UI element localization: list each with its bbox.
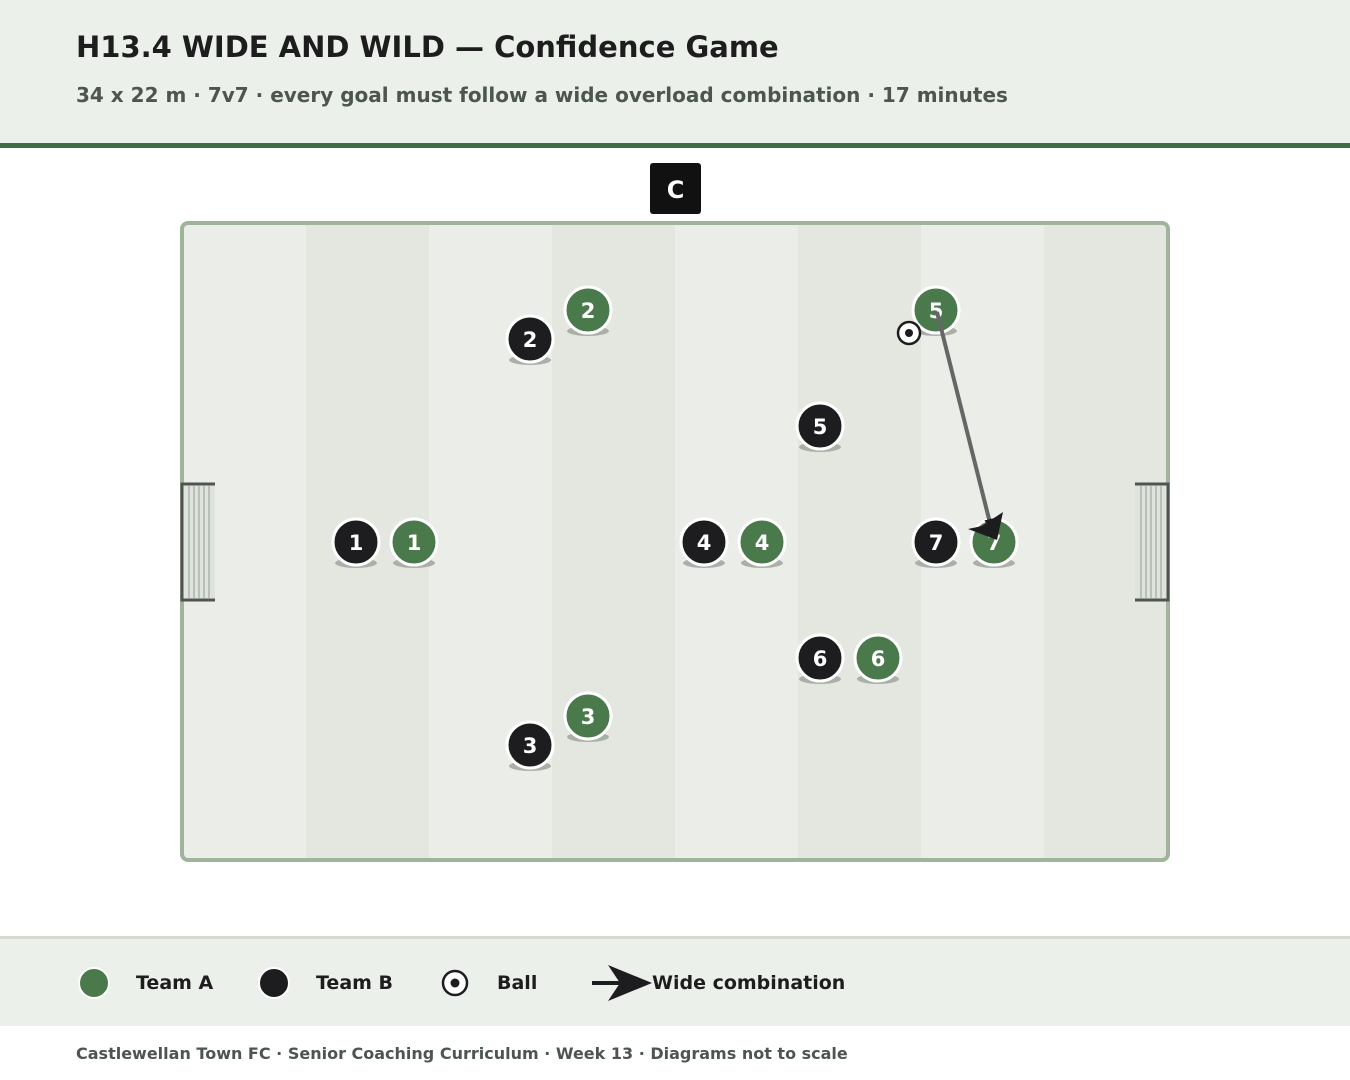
legend: Team A Team B Ball Wide combination <box>0 936 1350 1026</box>
legend-wide-combination-label: Wide combination <box>652 972 846 994</box>
arrow-legend-icon <box>592 965 652 1001</box>
legend-ball: Ball <box>440 939 560 1026</box>
team-a-player-2: 2 <box>563 285 613 336</box>
header: H13.4 WIDE AND WILD — Confidence Game 34… <box>0 0 1350 148</box>
pitch-stripe <box>798 225 921 858</box>
left-goal <box>180 482 215 602</box>
team-a-player-4: 4 <box>737 517 787 568</box>
wide-combination-arrowhead <box>968 512 1003 540</box>
team-b-player-2: 2 <box>505 314 555 365</box>
player-number: 1 <box>407 531 422 555</box>
wide-combination-arrow <box>935 311 994 529</box>
team-b-swatch-icon <box>258 967 290 999</box>
footer-note: Castlewellan Town FC · Senior Coaching C… <box>76 1044 848 1063</box>
team-a-player-3: 3 <box>563 691 613 742</box>
page-subtitle: 34 x 22 m · 7v7 · every goal must follow… <box>76 83 1008 107</box>
legend-ball-label: Ball <box>497 972 538 994</box>
pitch <box>180 221 1170 862</box>
player-number: 2 <box>523 328 538 352</box>
team-a-player-6: 6 <box>853 633 903 684</box>
player-number: 6 <box>871 647 886 671</box>
legend-wide-combination: Wide combination <box>590 939 850 1026</box>
player-number: 7 <box>929 531 944 555</box>
team-a-swatch-icon <box>78 967 110 999</box>
team-b-player-5: 5 <box>795 401 845 452</box>
page-title: H13.4 WIDE AND WILD — Confidence Game <box>76 30 779 64</box>
player-number: 6 <box>813 647 828 671</box>
player-number: 5 <box>813 415 828 439</box>
right-goal <box>1135 482 1170 602</box>
player-number: 3 <box>523 734 538 758</box>
team-b-player-3: 3 <box>505 720 555 771</box>
legend-team-a: Team A <box>78 939 218 1026</box>
team-a-player-5: 5 <box>911 285 961 336</box>
team-a-player-1: 1 <box>389 517 439 568</box>
player-number: 5 <box>929 299 944 323</box>
legend-team-b: Team B <box>258 939 398 1026</box>
team-b-player-6: 6 <box>795 633 845 684</box>
team-b-player-1: 1 <box>331 517 381 568</box>
ball-legend-icon <box>441 969 469 997</box>
legend-team-a-label: Team A <box>136 972 214 994</box>
player-number: 2 <box>581 299 596 323</box>
team-b-player-7: 7 <box>911 517 961 568</box>
coach-marker: C <box>650 163 701 214</box>
player-number: 4 <box>755 531 770 555</box>
player-number: 1 <box>349 531 364 555</box>
player-number: 3 <box>581 705 596 729</box>
ball-icon <box>896 320 922 346</box>
player-number: 4 <box>697 531 712 555</box>
legend-team-b-label: Team B <box>316 972 394 994</box>
team-b-player-4: 4 <box>679 517 729 568</box>
coach-label: C <box>667 176 685 204</box>
